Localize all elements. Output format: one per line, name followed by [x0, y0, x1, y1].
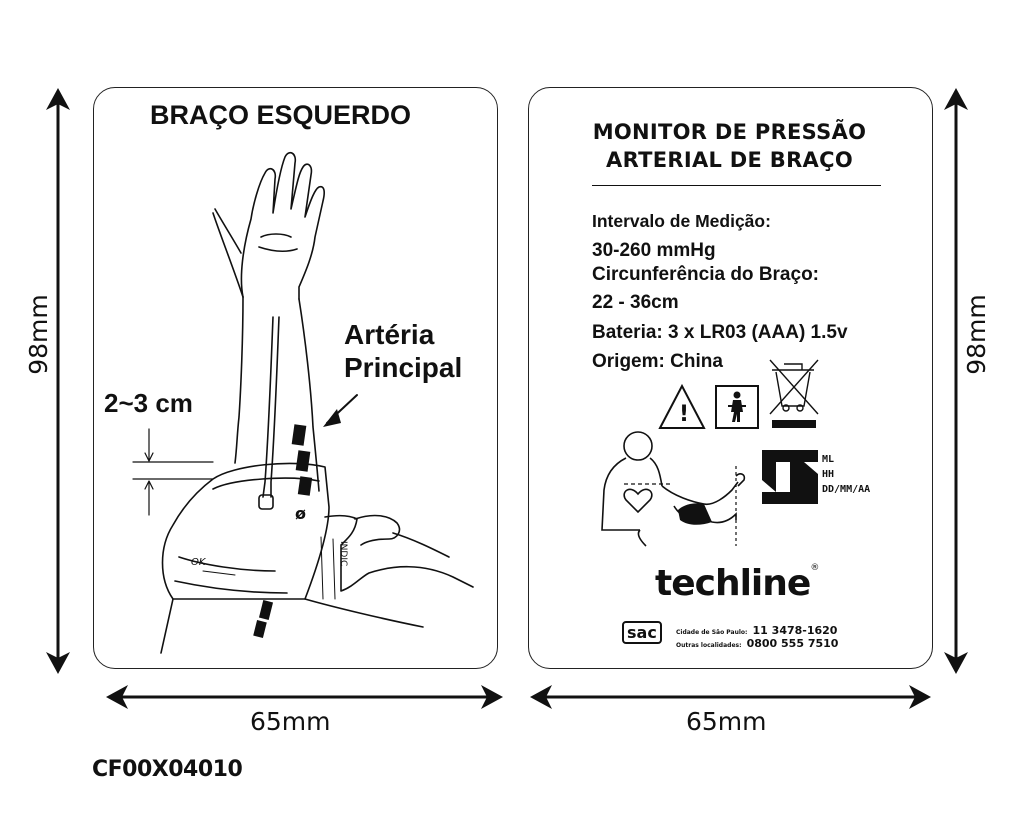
range-label: Intervalo de Medição: — [592, 211, 771, 231]
cuff-symbol: ø — [295, 504, 306, 523]
date-format: DD/MM/AA — [822, 484, 871, 495]
weee-bin-icon — [769, 359, 819, 415]
origin-spec: Origem: China — [592, 351, 723, 372]
hand-outline — [240, 151, 325, 300]
svg-text:!: ! — [679, 402, 689, 427]
type-bf-icon — [715, 385, 759, 429]
manufacture-date-labels: ML HH DD/MM/AA — [822, 452, 870, 497]
sac-other-number: 0800 555 7510 — [746, 637, 839, 650]
patient-measurement-icon — [601, 431, 746, 547]
battery-spec: Bateria: 3 x LR03 (AAA) 1.5v — [592, 322, 848, 343]
left-height-arrow-top — [46, 88, 70, 110]
left-arm-panel — [93, 87, 498, 669]
left-width-label: 65mm — [250, 707, 331, 736]
sac-sp-label: Cidade de São Paulo: — [676, 629, 748, 636]
cuff-ok-label: OK — [191, 557, 207, 568]
cuff-outline — [161, 462, 330, 600]
sac-other-line: Outras localidades: 0800 555 7510 — [676, 632, 838, 651]
left-width-arrow-left — [106, 685, 128, 709]
sac-badge: sac — [622, 621, 662, 644]
device-title-line1: MONITOR DE PRESSÃO — [592, 120, 867, 144]
range-value: 30-260 mmHg — [592, 240, 716, 261]
heart-icon — [623, 488, 653, 514]
distance-label: 2~3 cm — [104, 388, 193, 418]
artery-label-line1: Artéria — [344, 319, 435, 350]
left-height-arrow-bottom — [46, 652, 70, 674]
manufacture-date-icon — [762, 450, 818, 504]
title-divider — [592, 185, 881, 186]
specs-panel — [528, 87, 933, 669]
artery-dashes — [253, 424, 313, 638]
device-title-line2: ARTERIAL DE BRAÇO — [606, 148, 853, 172]
helper-hand — [324, 514, 474, 592]
left-width-arrow-right — [481, 685, 503, 709]
artery-label-line2: Principal — [344, 352, 463, 383]
right-width-arrow-right — [909, 685, 931, 709]
sac-sp-line: Cidade de São Paulo: 11 3478-1620 — [676, 619, 837, 638]
sac-other-label: Outras localidades: — [676, 642, 742, 649]
brand-name: techline — [655, 563, 811, 604]
sac-sp-number: 11 3478-1620 — [752, 624, 838, 637]
date-ml: ML — [822, 454, 835, 465]
cuff-index-label: INDIC — [338, 541, 348, 566]
circumference-value: 22 - 36cm — [592, 292, 679, 313]
artery-arrow-head — [323, 409, 341, 427]
right-height-label: 98mm — [961, 294, 991, 375]
product-code: CF00X04010 — [92, 757, 243, 782]
right-height-arrow-bottom — [944, 652, 968, 674]
brand-logo: techline® — [655, 563, 819, 604]
right-width-arrow-left — [530, 685, 552, 709]
left-height-label: 98mm — [23, 294, 53, 375]
circumference-label: Circunferência do Braço: — [592, 264, 819, 285]
brand-registered-mark: ® — [810, 563, 819, 573]
right-width-label: 65mm — [686, 707, 767, 736]
forearm-outline — [234, 296, 244, 464]
air-tube — [262, 316, 274, 498]
artery-label: Artéria Principal — [344, 318, 462, 384]
left-arm-title: BRAÇO ESQUERDO — [150, 100, 412, 130]
warning-icon — [658, 383, 706, 429]
date-hh: HH — [822, 469, 835, 480]
arm-cuff-illustration: ø OK INDIC — [132, 151, 474, 654]
regulatory-symbols: ! — [601, 359, 819, 547]
right-height-arrow-top — [944, 88, 968, 110]
